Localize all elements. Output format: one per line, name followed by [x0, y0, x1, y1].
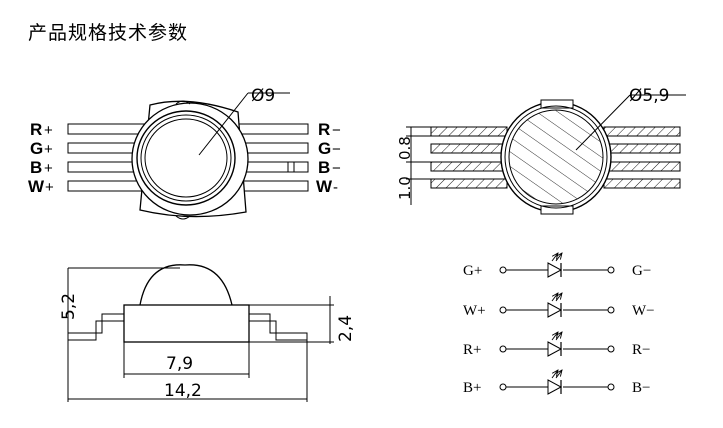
pin-label-b-minus: B	[318, 158, 330, 177]
emission-arrow-icon	[555, 370, 562, 379]
terminal-right	[607, 306, 615, 314]
pin-label-g-minus: G	[318, 139, 331, 158]
section-view-led: Ø5,9 0.8 1.0	[396, 86, 686, 215]
circuit-label-left: B+	[463, 380, 481, 396]
circuit-label-left: R+	[463, 342, 481, 358]
svg-text:+: +	[44, 122, 53, 139]
svg-text:+: +	[44, 141, 53, 158]
dim-0-8-label: 0.8	[396, 136, 414, 160]
pin-label-r-plus: R	[30, 120, 42, 139]
circuit-label-left: G+	[463, 263, 482, 279]
svg-text:+: +	[45, 179, 54, 196]
dim-5-2-label: 5,2	[59, 293, 79, 320]
dim-14-2-label: 14,2	[164, 381, 202, 401]
top-view-led: Ø9 R + G + B + W + R − G − B − W -	[28, 86, 341, 220]
led-diode-icon	[547, 379, 563, 395]
circuit-label-left: W+	[463, 303, 486, 319]
dim-7-9-label: 7,9	[166, 354, 193, 374]
terminal-left	[499, 306, 507, 314]
svg-text:-: -	[333, 179, 338, 196]
terminal-left	[499, 383, 507, 391]
led-diode-icon	[547, 262, 563, 278]
circuit-diagram: G+ G− W+ W− R+ R− B+ B−	[463, 253, 655, 396]
pin-label-w-minus: W	[316, 177, 333, 196]
dim-2-4-label: 2,4	[336, 315, 356, 342]
emission-arrow-icon	[555, 332, 562, 341]
emission-arrow-icon	[555, 293, 562, 302]
circuit-label-right: B−	[632, 380, 650, 396]
left-pin-labels: R + G + B + W +	[28, 120, 54, 196]
pin-label-b-plus: B	[30, 158, 42, 177]
svg-text:−: −	[332, 160, 341, 177]
pin-label-r-minus: R	[318, 120, 330, 139]
circuit-label-right: R−	[632, 342, 650, 358]
terminal-right	[607, 266, 615, 274]
svg-text:−: −	[332, 141, 341, 158]
dim-1-0-label: 1.0	[396, 176, 414, 200]
svg-text:+: +	[44, 160, 53, 177]
terminal-left	[499, 345, 507, 353]
circuit-label-right: G−	[632, 263, 651, 279]
led-diode-icon	[547, 341, 563, 357]
svg-text:−: −	[332, 122, 341, 139]
terminal-left	[499, 266, 507, 274]
side-view-led: 5,2 2,4 7,9 14,2	[59, 264, 356, 402]
page-title: 产品规格技术参数	[28, 22, 189, 44]
terminal-right	[607, 345, 615, 353]
emission-arrow-icon	[555, 253, 562, 262]
led-diode-icon	[547, 302, 563, 318]
pin-label-w-plus: W	[28, 177, 45, 196]
pin-label-g-plus: G	[30, 139, 43, 158]
right-pin-labels: R − G − B − W -	[316, 120, 341, 196]
diameter-9-label: Ø9	[251, 86, 275, 106]
terminal-right	[607, 383, 615, 391]
circuit-label-right: W−	[632, 303, 655, 319]
diameter-5-9-label: Ø5,9	[629, 86, 669, 106]
